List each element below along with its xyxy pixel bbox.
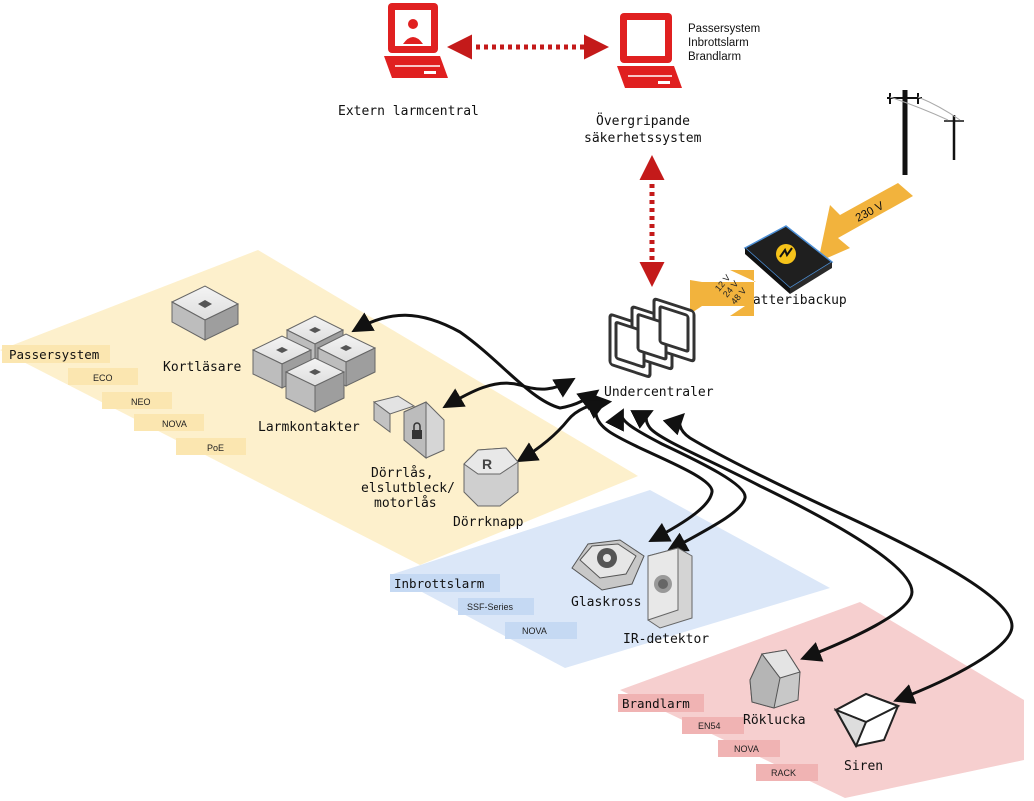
intrusion-tag-bg <box>458 598 534 615</box>
door-button-icon: R <box>463 447 519 507</box>
fire-tag-bg <box>682 717 744 734</box>
battery-label: Batteribackup <box>745 293 847 308</box>
intrusion-tag-ssf: SSF-Series <box>467 602 514 612</box>
fire-tag-bg <box>718 740 780 757</box>
overall-system-list-2: Inbrottslarm <box>688 37 749 49</box>
intrusion-tag-nova: NOVA <box>522 626 547 636</box>
smoke-hatch-icon <box>749 649 801 709</box>
smoke-hatch-label: Röklucka <box>743 713 806 728</box>
fire-tag-en54: EN54 <box>698 721 721 731</box>
access-zone-title: Passersystem <box>9 347 99 362</box>
siren-icon <box>833 692 901 749</box>
ir-detector-icon <box>647 547 693 629</box>
ir-detector-label: IR-detektor <box>623 632 709 647</box>
access-tag-poe: PoE <box>207 443 224 453</box>
power-pole-icon <box>887 90 964 175</box>
svg-text:R: R <box>482 456 492 472</box>
extern-alarm-label: Extern larmcentral <box>338 104 479 119</box>
access-tag-bg <box>102 392 172 409</box>
access-tag-bg <box>134 414 204 431</box>
fire-tag-nova: NOVA <box>734 744 759 754</box>
access-tag-nova: NOVA <box>162 419 187 429</box>
access-zone-title-bg <box>2 345 110 363</box>
alarm-contacts-icon <box>251 315 377 413</box>
card-reader-icon <box>170 285 240 341</box>
overall-system-list-3: Brandlarm <box>688 51 741 63</box>
cable-siren <box>662 413 1014 704</box>
access-tag-neo: NEO <box>131 397 151 407</box>
alarm-operator-terminal-icon <box>384 3 448 78</box>
door-button-label: Dörrknapp <box>453 515 524 530</box>
door-lock-label-3: motorlås <box>374 496 437 511</box>
access-tag-bg <box>176 438 246 455</box>
access-tag-eco: ECO <box>93 373 113 383</box>
fire-tag-bg <box>756 764 818 781</box>
door-lock-label-2: elslutbleck/ <box>361 481 455 496</box>
control-panel-stack-icon <box>608 297 696 378</box>
battery-backup-icon <box>743 225 834 294</box>
fire-tag-rack: RACK <box>771 768 796 778</box>
glass-break-label: Glaskross <box>571 595 641 610</box>
mains-power-arrow <box>818 183 913 262</box>
alarm-contacts-label: Larmkontakter <box>258 420 360 435</box>
intrusion-tag-bg <box>505 622 577 639</box>
overall-label-line2: säkerhetssystem <box>584 131 702 146</box>
door-lock-icon <box>372 395 445 460</box>
overall-system-list-1: Passersystem <box>688 23 760 35</box>
intrusion-zone-title-bg <box>390 574 500 592</box>
access-tag-bg <box>68 368 138 385</box>
cable-locks <box>442 377 576 409</box>
hub-label: Undercentraler <box>604 385 714 400</box>
overall-label-line1: Övergripande <box>596 112 690 129</box>
siren-label: Siren <box>844 759 883 774</box>
dc-power-arrow <box>690 270 756 316</box>
fire-zone-title: Brandlarm <box>622 696 690 711</box>
glass-break-icon <box>571 539 645 591</box>
card-reader-label: Kortläsare <box>163 360 241 375</box>
door-lock-label-1: Dörrlås, <box>371 466 434 481</box>
intrusion-zone-title: Inbrottslarm <box>394 576 484 591</box>
security-system-terminal-icon <box>617 13 682 88</box>
